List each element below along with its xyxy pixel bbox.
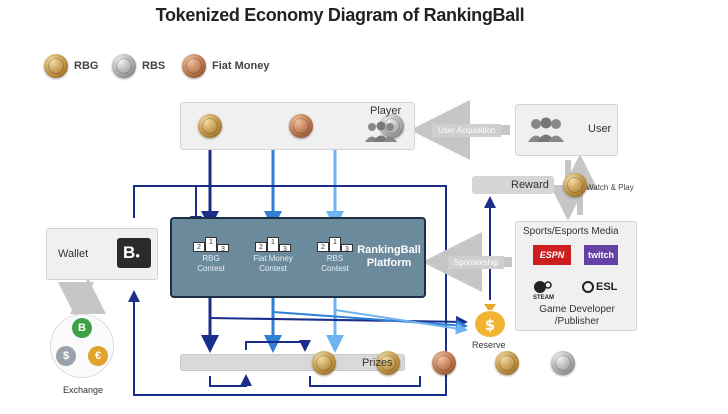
ranking-ball-platform — [170, 217, 426, 298]
rbs-coin-icon — [112, 54, 136, 78]
reserve-label: Reserve — [472, 340, 506, 350]
reward-label: Reward — [511, 179, 549, 191]
steam-logo-icon — [533, 280, 555, 296]
twitch-logo: twitch — [584, 245, 618, 265]
esl-label: ESL — [596, 281, 618, 293]
espn-logo: ESPN — [533, 245, 571, 265]
prize-rbs-coin-icon — [550, 351, 575, 375]
sponsorship-label: Sponsorship — [448, 256, 505, 269]
media-label: Sports/Esports Media — [523, 226, 619, 237]
user-box — [515, 104, 618, 156]
prize-fiat-coin-icon — [431, 351, 456, 375]
user-group-icon — [528, 117, 564, 142]
svg-text:$: $ — [485, 316, 495, 334]
prize-rbg-coin-icon-3 — [495, 351, 520, 375]
player-rbg-coin-icon — [198, 114, 222, 138]
reserve-money-bag-icon: $ — [475, 304, 505, 337]
prize-rbg-coin-icon-2 — [376, 351, 401, 375]
rbg-contest-label: RBG Contest — [197, 254, 225, 273]
reward-rbg-coin-icon — [563, 173, 588, 197]
user-acquisition-label: User Acquisition — [432, 124, 502, 137]
exchange-label: Exchange — [63, 385, 104, 395]
legend-label-fiat: Fiat Money — [212, 60, 270, 72]
bitcoin-wallet-icon: B● — [117, 238, 151, 268]
prizes-bar — [180, 354, 405, 371]
prize-rbg-coin-icon — [311, 351, 336, 375]
diagram-title: Tokenized Economy Diagram of RankingBall — [155, 5, 525, 25]
rbg-trophy-icon: 2 1 3 — [193, 232, 229, 253]
prizes-label: Prizes — [362, 357, 393, 369]
rbs-contest: 2 1 3 RBS Contest — [305, 232, 365, 274]
steam-label: STEAM — [533, 295, 554, 301]
reward-box — [472, 176, 554, 194]
fiat-coin-icon — [182, 54, 206, 78]
dollar-coin-icon: $ — [56, 346, 76, 366]
media-box — [515, 221, 637, 331]
player-group-icon — [365, 121, 397, 142]
player-label: Player — [370, 105, 402, 117]
legend-label-rbs: RBS — [142, 60, 166, 72]
legend-label-rbg: RBG — [74, 60, 99, 72]
rbs-trophy-icon: 2 1 3 — [317, 232, 353, 253]
fiat-contest: 2 1 3 Fiat Money Contest — [243, 232, 303, 274]
rbg-contest: 2 1 3 RBG Contest — [181, 232, 241, 274]
publisher-label: Game Developer /Publisher — [539, 304, 615, 327]
rbs-contest-label: RBS Contest — [321, 254, 349, 273]
rbg-coin-icon — [44, 54, 68, 78]
watch-play-label: Watch & Play — [586, 183, 634, 192]
fiat-trophy-icon: 2 1 3 — [255, 232, 291, 253]
wallet-label: Wallet — [58, 248, 89, 260]
fiat-contest-label: Fiat Money Contest — [253, 254, 293, 273]
legend-item-fiat: Fiat Money — [182, 54, 269, 78]
player-fiat-coin-icon — [289, 114, 314, 138]
legend-item-rbs: RBS — [112, 54, 165, 78]
bitcoin-coin-icon: B — [72, 318, 92, 338]
user-label: User — [588, 123, 612, 135]
legend-item-rbg: RBG — [44, 54, 98, 78]
euro-coin-icon: € — [88, 346, 108, 366]
platform-label: RankingBall Platform — [357, 244, 421, 269]
esl-logo: ESL — [582, 281, 618, 294]
